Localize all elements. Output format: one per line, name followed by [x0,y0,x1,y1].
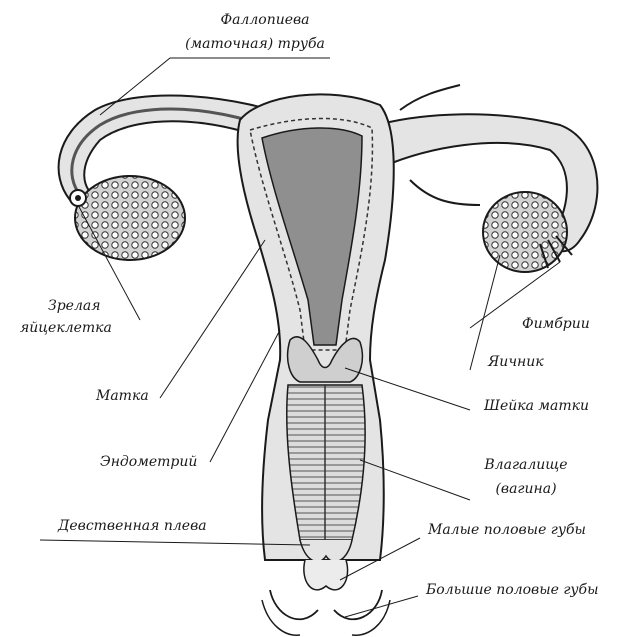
vagina-label-1: Влагалище [466,457,586,473]
fallopian-tube-label-2: (маточная) труба [170,36,340,52]
vagina-label-2: (вагина) [466,481,586,497]
cervix-label: Шейка матки [484,398,589,414]
endometrium-label: Эндометрий [100,454,197,470]
labia-majora-label: Большие половые губы [426,582,598,598]
labia-minora [304,560,348,590]
left-ovary [75,176,185,260]
fimbriae-label: Фимбрии [522,316,590,332]
ovary-label: Яичник [488,354,544,370]
fallopian-tube-label-1: Фаллопиева [200,12,330,28]
vaginal-canal [287,385,365,540]
mature-egg-label-1: Зрелая [48,298,101,314]
hymen-label: Девственная плева [58,518,207,534]
right-ovary [483,192,567,272]
uterus-label: Матка [96,388,149,404]
labia-minora-label: Малые половые губы [428,522,586,538]
mature-egg-label-2: яйцеклетка [20,320,112,336]
labia-majora [270,590,382,619]
